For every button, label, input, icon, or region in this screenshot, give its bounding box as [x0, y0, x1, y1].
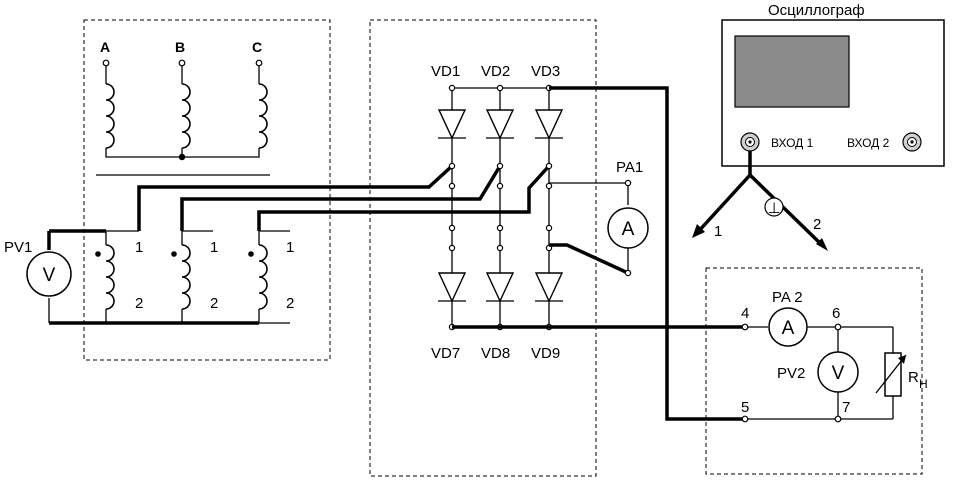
- bridge-terminal[interactable]: [496, 162, 504, 170]
- ground-symbol-circle: [764, 197, 784, 217]
- terminal-5-label: 5: [741, 399, 749, 416]
- coil3-end-label: 2: [286, 295, 294, 312]
- primary-coil-a: [105, 83, 115, 149]
- secondary-coil-2: [181, 244, 191, 310]
- polarity-dot-2: [171, 251, 177, 257]
- bridge-terminal[interactable]: [448, 182, 456, 190]
- probe-1-wire: [695, 173, 752, 235]
- load-terminal-6[interactable]: [834, 323, 842, 331]
- probe-1-arrow: [692, 224, 705, 238]
- ammeter-pa1: PA1 A: [549, 159, 649, 277]
- terminal-4-label: 4: [741, 305, 749, 322]
- diode-vd2: [485, 109, 515, 140]
- pv1-meter-circle: [26, 251, 72, 297]
- load-enclosure: [705, 267, 923, 475]
- bridge-terminal[interactable]: [448, 84, 456, 92]
- secondary-to-bridge-wires: [137, 164, 551, 231]
- bridge-terminal[interactable]: [496, 224, 504, 232]
- primary-windings: A B C: [96, 39, 270, 176]
- bridge-terminal[interactable]: [448, 162, 456, 170]
- vd1-label: VD1: [431, 63, 460, 80]
- vd3-label: VD3: [531, 63, 560, 80]
- phase-b-label: B: [175, 39, 185, 55]
- primary-coil-c: [258, 83, 268, 149]
- diode-vd8: [485, 272, 515, 303]
- coil2-end-label: 2: [210, 295, 218, 312]
- terminal-a[interactable]: [102, 59, 110, 67]
- pv2-label: PV2: [777, 365, 805, 382]
- pv2-symbol: V: [832, 363, 845, 384]
- load-block: 4 5 6 7 PA 2 A V PV2 R Н: [741, 289, 928, 423]
- input2-label: ВХОД 2: [847, 136, 890, 150]
- pv1-label: PV1: [4, 239, 32, 256]
- coil1-start-label: 1: [135, 239, 143, 256]
- terminal-b[interactable]: [178, 59, 186, 67]
- coil1-end-label: 2: [135, 295, 143, 312]
- pa1-symbol: A: [622, 219, 635, 240]
- star-point: [178, 153, 186, 161]
- pa1-label: PA1: [616, 159, 643, 176]
- bridge-terminal[interactable]: [448, 244, 456, 252]
- resistor-variable-arrow: [875, 354, 907, 394]
- bridge-terminal[interactable]: [448, 224, 456, 232]
- transformer-enclosure: [83, 19, 331, 361]
- bridge-terminal[interactable]: [545, 224, 553, 232]
- vd9-label: VD9: [531, 345, 560, 362]
- vd7-label: VD7: [431, 345, 460, 362]
- coil3-start-label: 1: [286, 239, 294, 256]
- bridge-terminal[interactable]: [496, 244, 504, 252]
- diode-vd3: [534, 109, 564, 140]
- resistor-subscript: Н: [919, 377, 928, 391]
- probe-1-label: 1: [714, 223, 722, 240]
- diode-vd7: [437, 272, 467, 303]
- rectifier-enclosure: [369, 19, 597, 477]
- probe-2-arrow: [816, 238, 828, 251]
- probe-2-wire: [748, 173, 825, 248]
- secondary-coil-1: [105, 244, 115, 310]
- bridge-terminal[interactable]: [496, 84, 504, 92]
- oscilloscope-title: Осциллограф: [768, 2, 865, 19]
- resistor-label: R: [908, 369, 919, 386]
- oscilloscope: Осциллограф ВХОД 1 ВХОД 2 ⊥ 1 2: [692, 2, 945, 251]
- bridge-terminal[interactable]: [545, 182, 553, 190]
- load-resistor: [884, 352, 902, 397]
- oscilloscope-screen: [734, 35, 850, 108]
- load-terminal-7[interactable]: [834, 415, 842, 423]
- secondary-coil-3: [258, 244, 268, 310]
- pv1-symbol: V: [43, 265, 56, 286]
- bridge-terminal[interactable]: [545, 162, 553, 170]
- voltmeter-pv1: PV1 V: [4, 229, 106, 325]
- polarity-dot-1: [95, 251, 101, 257]
- pa1-terminal-bottom[interactable]: [624, 269, 632, 277]
- vd2-label: VD2: [481, 63, 510, 80]
- load-terminal-5[interactable]: [741, 415, 749, 423]
- probe-2-label: 2: [813, 216, 821, 233]
- terminal-6-label: 6: [832, 305, 840, 322]
- secondary-windings: 1 1 1 2 2 2: [95, 230, 294, 325]
- bridge-terminal[interactable]: [496, 182, 504, 190]
- positive-output-wire: [549, 86, 745, 421]
- terminal-7-label: 7: [842, 399, 850, 416]
- pa1-terminal-top[interactable]: [624, 179, 632, 187]
- phase-a-label: A: [100, 39, 110, 55]
- polarity-dot-3: [248, 251, 254, 257]
- pa2-symbol: A: [782, 318, 795, 339]
- terminal-c[interactable]: [255, 59, 263, 67]
- input1-label: ВХОД 1: [771, 136, 814, 150]
- load-terminal-4[interactable]: [741, 323, 749, 331]
- coil2-start-label: 1: [210, 239, 218, 256]
- diode-vd1: [437, 109, 467, 140]
- phase-c-label: C: [252, 39, 262, 55]
- diode-bridge: VD1 VD2 VD3: [431, 63, 564, 362]
- vd8-label: VD8: [481, 345, 510, 362]
- pa2-label: PA 2: [772, 289, 803, 306]
- ground-symbol: ⊥: [767, 200, 780, 217]
- diode-vd9: [534, 272, 564, 303]
- primary-coil-b: [181, 83, 191, 149]
